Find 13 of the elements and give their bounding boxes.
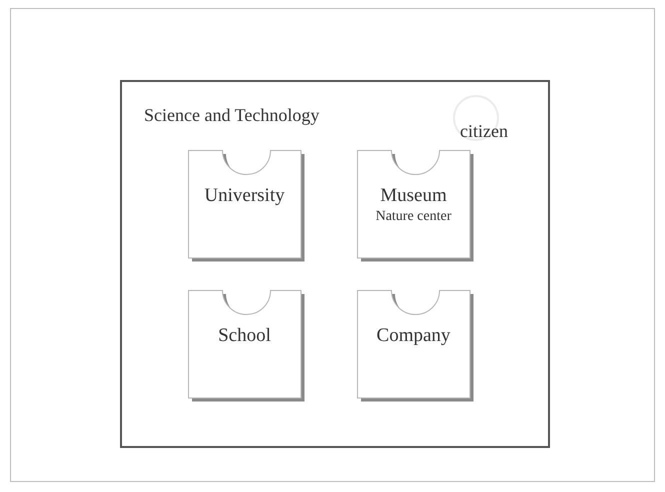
puzzle-piece <box>188 290 305 402</box>
puzzle-piece <box>188 150 305 262</box>
citizen-label: citizen <box>460 120 508 143</box>
piece-label: School <box>218 324 271 348</box>
group-title: Science and Technology <box>144 104 320 127</box>
piece-label: Company <box>376 324 450 348</box>
puzzle-piece <box>357 290 474 402</box>
puzzle-piece <box>357 150 474 262</box>
frame-box <box>120 80 550 448</box>
piece-sublabel: Nature center <box>376 208 452 226</box>
piece-label: Museum <box>380 184 447 208</box>
outer-frame <box>10 8 655 482</box>
piece-label: University <box>204 184 285 208</box>
